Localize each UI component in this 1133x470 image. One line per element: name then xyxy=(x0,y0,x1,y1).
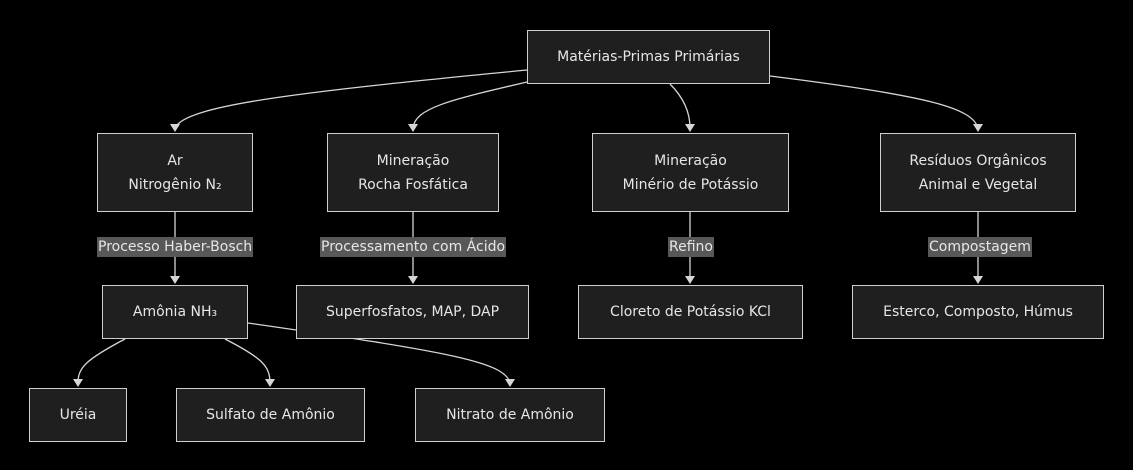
edge-label-acido: Processamento com Ácido xyxy=(320,237,507,257)
arrowhead-mineracao-p xyxy=(408,124,418,132)
node-mineracao-fosfatica-line2: Rocha Fosfática xyxy=(358,176,468,193)
arrowhead-amonia xyxy=(170,276,180,284)
edge-label-compostagem: Compostagem xyxy=(928,237,1032,257)
node-sulfato-amonio-label: Sulfato de Amônio xyxy=(206,407,335,423)
node-mineracao-potassio-line2: Minério de Potássio xyxy=(622,176,759,193)
node-ar-line2: Nitrogênio N₂ xyxy=(128,176,222,193)
node-amonia-label: Amônia NH₃ xyxy=(132,304,218,320)
edge-root-mineracao-p xyxy=(412,81,528,129)
arrowhead-nitrato xyxy=(505,379,515,387)
arrowhead-superfosfatos xyxy=(408,276,418,284)
node-mineracao-fosfatica-line1: Mineração xyxy=(376,152,450,169)
node-ar[interactable]: Ar Nitrogênio N₂ xyxy=(97,133,253,212)
node-materias-primas[interactable]: Matérias-Primas Primárias xyxy=(527,30,770,84)
arrowhead-residuos xyxy=(973,124,983,132)
edge-root-residuos xyxy=(769,75,979,129)
node-ureia[interactable]: Uréia xyxy=(29,388,127,442)
node-mineracao-fosfatica[interactable]: Mineração Rocha Fosfática xyxy=(327,133,499,212)
node-cloreto-potassio-label: Cloreto de Potássio KCl xyxy=(610,304,771,320)
node-amonia[interactable]: Amônia NH₃ xyxy=(102,285,248,339)
edge-label-refino: Refino xyxy=(668,237,714,257)
node-esterco[interactable]: Esterco, Composto, Húmus xyxy=(852,285,1104,339)
node-ureia-label: Uréia xyxy=(59,407,97,423)
edge-root-mineracao-k xyxy=(669,83,691,129)
edge-amonia-ureia xyxy=(77,338,126,384)
node-mineracao-potassio-line1: Mineração xyxy=(654,152,727,169)
node-sulfato-amonio[interactable]: Sulfato de Amônio xyxy=(176,388,365,442)
arrowhead-mineracao-k xyxy=(685,124,695,132)
node-nitrato-amonio-label: Nitrato de Amônio xyxy=(446,407,574,423)
node-superfosfatos[interactable]: Superfosfatos, MAP, DAP xyxy=(296,285,529,339)
arrowhead-ar xyxy=(170,124,180,132)
node-residuos-organicos-line1: Resíduos Orgânicos xyxy=(909,152,1047,169)
arrowhead-cloreto xyxy=(685,276,695,284)
node-cloreto-potassio[interactable]: Cloreto de Potássio KCl xyxy=(578,285,803,339)
node-nitrato-amonio[interactable]: Nitrato de Amônio xyxy=(415,388,605,442)
node-superfosfatos-label: Superfosfatos, MAP, DAP xyxy=(325,304,500,320)
arrowhead-ureia xyxy=(73,379,83,387)
arrowhead-sulfato xyxy=(265,379,275,387)
edge-root-ar xyxy=(174,69,528,129)
node-residuos-organicos-line2: Animal e Vegetal xyxy=(918,176,1038,193)
node-ar-line1: Ar xyxy=(167,152,183,169)
node-esterco-label: Esterco, Composto, Húmus xyxy=(883,304,1073,320)
edge-label-haber-bosch: Processo Haber-Bosch xyxy=(97,237,254,257)
node-materias-primas-label: Matérias-Primas Primárias xyxy=(557,49,740,65)
edge-amonia-sulfato xyxy=(224,338,271,384)
node-residuos-organicos[interactable]: Resíduos Orgânicos Animal e Vegetal xyxy=(880,133,1076,212)
node-mineracao-potassio[interactable]: Mineração Minério de Potássio xyxy=(592,133,789,212)
arrowhead-esterco xyxy=(973,276,983,284)
